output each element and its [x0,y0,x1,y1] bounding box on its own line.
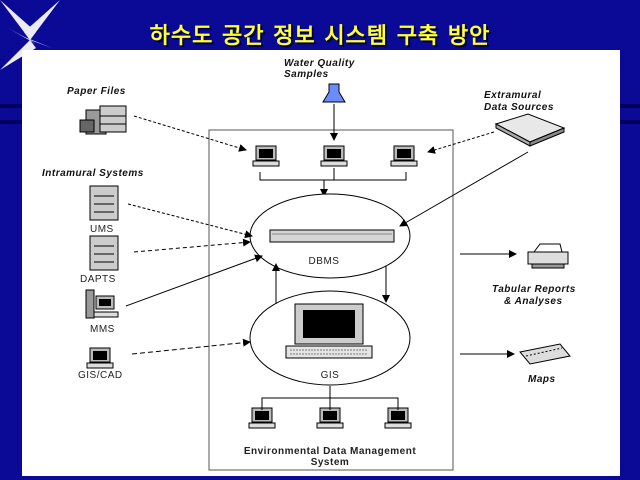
maps-label: Maps [528,374,556,385]
paper-files-label: Paper Files [67,86,126,97]
flow-arrow [133,238,251,253]
workstation-icon [390,145,418,167]
system-label: UMS [90,224,114,235]
gis-workstation-icon [285,303,373,359]
right-stripe [620,104,640,108]
workstation-icon [384,407,412,429]
gis-label: GIS [321,370,340,381]
pc-icon [86,347,114,369]
water-quality-label: Samples [284,69,329,80]
workstation-icon [320,145,348,167]
server-icon [89,235,119,271]
extramural-label: Data Sources [484,102,554,113]
lan-connector [261,397,399,410]
starburst-icon [0,0,60,70]
workstation-icon [248,407,276,429]
flask-icon [322,83,346,103]
slide-title: 하수도 공간 정보 시스템 구축 방안 [149,24,491,49]
dbms-server-icon [269,229,395,243]
system-label: MMS [90,324,115,335]
system-label: GIS/CAD [78,370,123,381]
extramural-label: Extramural [484,90,541,101]
intramural-label: Intramural Systems [42,168,144,179]
edms-boundary [208,129,454,471]
flow-arrow [427,131,495,154]
printer-icon [527,243,569,269]
workstation-icon [252,145,280,167]
right-stripe [620,120,640,124]
tape-media-icon [494,113,566,147]
edms-caption: System [311,457,350,468]
workstation-icon [316,407,344,429]
left-stripe [0,120,22,124]
left-stripe [0,104,22,108]
workstation-tower-icon [85,289,119,319]
tabular-reports-label: & Analyses [504,296,563,307]
flow-arrow [133,115,247,152]
file-cabinet-icon [79,105,127,135]
server-icon [89,185,119,221]
tabular-reports-label: Tabular Reports [492,284,576,295]
edms-caption: Environmental Data Management [244,446,416,457]
flow-arrow [399,151,529,227]
flow-arrow [131,338,251,355]
lan-connector [259,168,407,181]
dbms-label: DBMS [309,256,340,267]
system-label: DAPTS [80,274,116,285]
flow-arrow [125,254,263,307]
flow-arrow [127,203,253,239]
water-quality-label: Water Quality [284,58,355,69]
plotter-icon [519,343,571,365]
